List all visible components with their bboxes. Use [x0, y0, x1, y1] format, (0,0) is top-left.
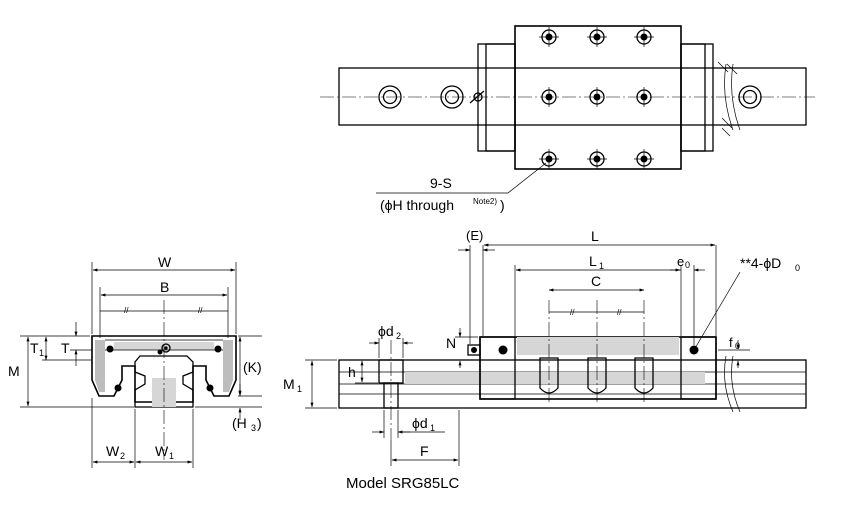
- rail-top-outline: [338, 67, 807, 126]
- hole-note-prefix: (ϕH through: [380, 197, 454, 213]
- label-d1-sub: 1: [430, 423, 435, 433]
- label-H3-sub: 3: [251, 423, 256, 433]
- label-W2: W: [106, 443, 120, 459]
- svg-text://: //: [124, 306, 129, 315]
- side-grease-nipple: [467, 344, 481, 356]
- hole-note-suffix: ): [500, 197, 505, 213]
- top-view: 9-S (ϕH through Note2) ): [320, 25, 815, 213]
- label-L: L: [591, 228, 599, 244]
- label-f0-sub: 0: [735, 341, 740, 351]
- label-d1: ϕd: [412, 415, 428, 431]
- label-F: F: [420, 443, 429, 459]
- hole-note-leader: [507, 162, 547, 194]
- side-endplate-bolt-left: [498, 345, 508, 355]
- rail-hole-mid: [440, 85, 464, 109]
- svg-text://: //: [198, 306, 203, 315]
- svg-text://: //: [570, 308, 575, 317]
- label-D0: **4-ϕD: [740, 255, 781, 271]
- end-rail-outline: [134, 355, 194, 408]
- label-e0-sub: 0: [685, 260, 690, 270]
- end-view: W B // // M T 1 T (K) (H 3 ): [8, 254, 262, 468]
- label-H3-close: ): [257, 415, 262, 431]
- label-M: M: [8, 363, 20, 379]
- side-view: (E) L L 1 e 0 **4-ϕD 0 C // // ϕd 2: [283, 228, 807, 466]
- end-screw-br: [206, 384, 214, 392]
- grease-nipple: [473, 92, 483, 102]
- label-L1-sub: 1: [599, 261, 604, 271]
- label-T1-sub: 1: [39, 348, 44, 358]
- block-top-outline: [514, 25, 682, 170]
- break-mark: [717, 61, 738, 137]
- end-grease-nipple: [161, 343, 171, 353]
- label-M1-sub: 1: [297, 384, 302, 394]
- model-caption: Model SRG85LC: [346, 475, 460, 492]
- label-W: W: [158, 254, 172, 270]
- label-f0: f: [729, 335, 733, 350]
- end-screw-tr: [214, 345, 222, 353]
- label-T1: T: [30, 340, 39, 356]
- label-D0-sub: 0: [795, 263, 800, 273]
- side-end-seal-right: [680, 336, 717, 400]
- label-h: h: [348, 364, 356, 380]
- label-d2: ϕd: [378, 323, 394, 339]
- label-B: B: [160, 279, 169, 295]
- label-W1: W: [155, 443, 169, 459]
- label-E: (E): [466, 228, 483, 243]
- label-C: C: [591, 273, 601, 289]
- label-W1-sub: 1: [169, 451, 174, 461]
- end-screw-tl: [106, 345, 114, 353]
- leader-D0: [693, 271, 741, 351]
- label-H3: (H: [232, 415, 247, 431]
- svg-text://: //: [617, 308, 622, 317]
- label-K: (K): [243, 359, 262, 375]
- side-end-seal-left: [479, 336, 516, 400]
- end-screw-bl: [114, 384, 122, 392]
- label-d2-sub: 2: [396, 331, 401, 341]
- label-N: N: [446, 335, 456, 351]
- rail-hole-left: [378, 85, 402, 109]
- label-W2-sub: 2: [120, 451, 125, 461]
- hole-note-superscript: Note2): [473, 197, 497, 206]
- block-mounting-holes: [539, 27, 654, 169]
- end-seal-left: [477, 43, 516, 152]
- label-M1: M: [283, 376, 295, 392]
- label-e0: e: [677, 254, 684, 269]
- label-L1: L: [589, 253, 597, 269]
- hole-count-label: 9-S: [430, 175, 452, 191]
- label-T: T: [61, 340, 70, 356]
- rail-hole-right: [738, 85, 762, 109]
- side-block-bolts: [539, 300, 654, 405]
- end-seal-right: [680, 43, 714, 152]
